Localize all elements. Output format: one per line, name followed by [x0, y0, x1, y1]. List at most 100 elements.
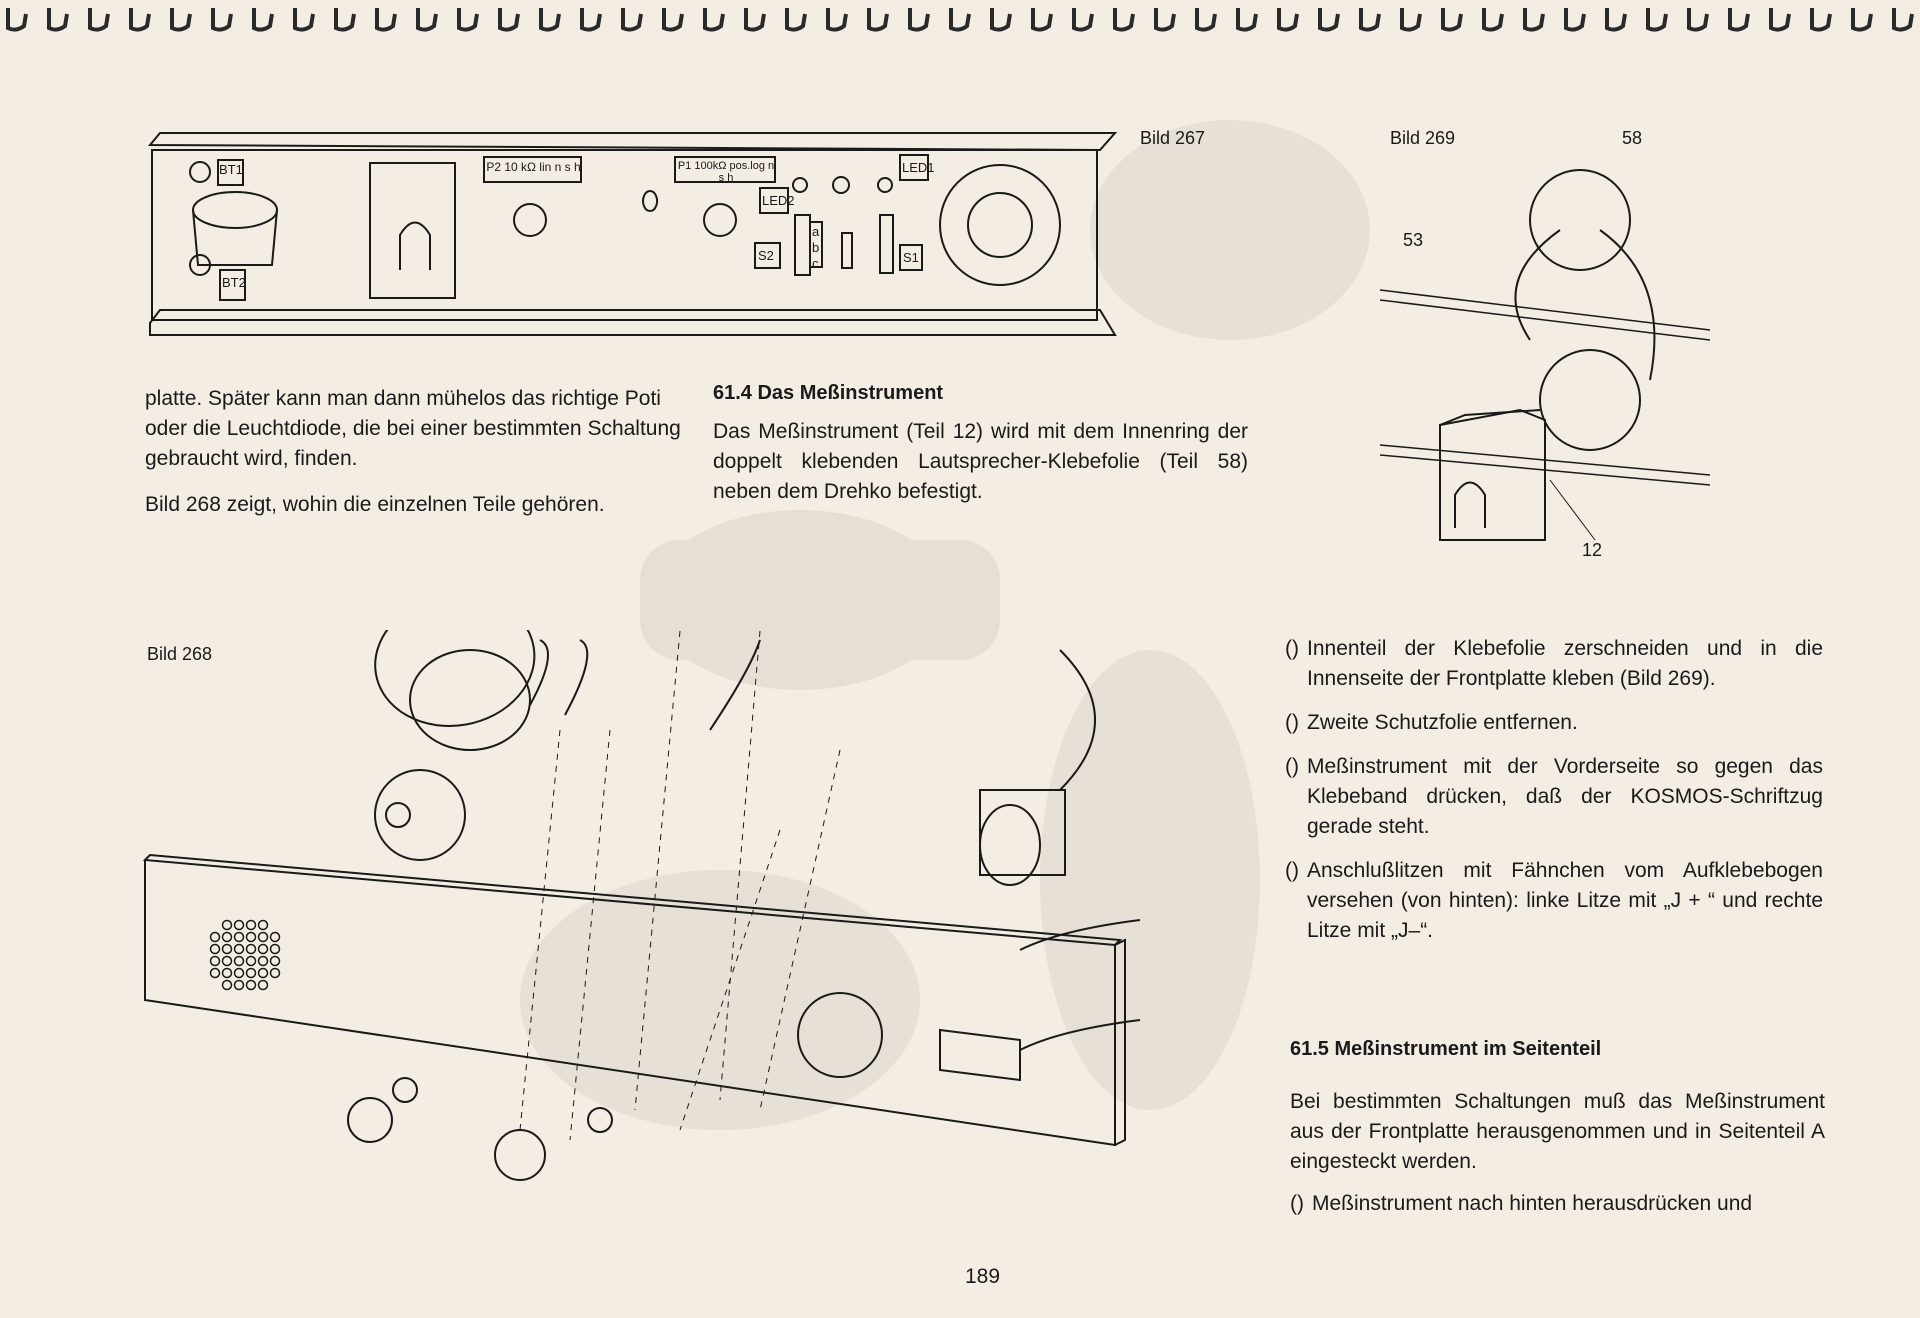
spiral-loop	[1031, 8, 1053, 32]
figure-267-front-panel	[147, 132, 1118, 336]
spiral-loop	[334, 8, 356, 32]
speaker-hole	[233, 931, 245, 943]
spiral-loop	[1646, 8, 1668, 32]
spiral-loop	[1400, 8, 1422, 32]
left-column: platte. Später kann man dann mühelos das…	[145, 384, 685, 520]
callout-58: 58	[1622, 128, 1643, 148]
paragraph-continuation: platte. Später kann man dann mühelos das…	[145, 387, 681, 470]
checkbox-mark[interactable]: ()	[1285, 859, 1299, 882]
callout-53: 53	[1403, 230, 1424, 250]
spiral-loop	[375, 8, 397, 32]
right-column-steps: ()Innenteil der Klebefolie zerschneiden …	[1285, 634, 1823, 960]
spiral-loop	[1564, 8, 1586, 32]
spiral-loop	[1441, 8, 1463, 32]
speaker-hole	[257, 943, 269, 955]
spiral-loop	[88, 8, 110, 32]
step-text: Anschlußlitzen mit Fähnchen vom Aufklebe…	[1307, 859, 1823, 942]
speaker-hole	[221, 979, 233, 991]
speaker-hole	[257, 955, 269, 967]
speaker-hole	[209, 967, 221, 979]
step-text: Meßinstrument mit der Vorderseite so geg…	[1307, 755, 1823, 838]
speaker-hole	[209, 943, 221, 955]
speaker-hole	[233, 967, 245, 979]
section-heading-61-4: 61.4 Das Meßinstrument	[713, 382, 944, 404]
part-label-p2: P2 10 kΩ lin n s h	[486, 160, 581, 174]
section-61-4: 61.4 Das Meßinstrument Das Meßinstrument…	[713, 382, 1248, 507]
spiral-loop	[580, 8, 602, 32]
paragraph-bild-268-reference: Bild 268 zeigt, wohin die einzelnen Teil…	[145, 493, 605, 516]
part-label-c: c	[812, 256, 819, 271]
spiral-loop	[1318, 8, 1340, 32]
step-1: ()Innenteil der Klebefolie zerschneiden …	[1285, 634, 1823, 694]
spiral-loop	[170, 8, 192, 32]
spiral-loop	[1154, 8, 1176, 32]
speaker-hole	[209, 931, 221, 943]
part-label-p1: P1 100kΩ pos.log n s h	[677, 160, 775, 184]
spiral-loop	[1482, 8, 1504, 32]
spiral-loop	[457, 8, 479, 32]
page-number: 189	[965, 1265, 1001, 1288]
speaker-hole	[221, 931, 233, 943]
step-text: Zweite Schutzfolie entfernen.	[1307, 711, 1578, 734]
speaker-hole	[269, 967, 281, 979]
spiral-loop	[1113, 8, 1135, 32]
checkbox-mark[interactable]: ()	[1290, 1192, 1304, 1215]
spiral-loop	[1236, 8, 1258, 32]
checkbox-mark[interactable]: ()	[1285, 637, 1299, 660]
spiral-loop	[1810, 8, 1832, 32]
part-label-s2: S2	[758, 248, 774, 263]
callout-12: 12	[1582, 540, 1603, 560]
speaker-hole	[269, 931, 281, 943]
spiral-loop	[1072, 8, 1094, 32]
figure-268-exploded-assembly	[142, 630, 1141, 1181]
speaker-hole	[209, 955, 221, 967]
speaker-hole	[245, 931, 257, 943]
step-2: () Zweite Schutzfolie entfernen.	[1285, 708, 1823, 738]
speaker-hole	[257, 919, 269, 931]
part-label-led2: LED2	[762, 193, 795, 208]
part-label-bt1: BT1	[219, 162, 243, 177]
speaker-hole	[245, 979, 257, 991]
spiral-loop	[498, 8, 520, 32]
step-4: () Anschlußlitzen mit Fähnchen vom Aufkle…	[1285, 856, 1823, 946]
figure-label-267: Bild 267	[1140, 128, 1206, 148]
part-label-a: a	[812, 224, 820, 239]
speaker-hole	[245, 919, 257, 931]
part-label-b: b	[812, 240, 820, 255]
spiral-loop	[867, 8, 889, 32]
spiral-loop	[416, 8, 438, 32]
spiral-loop	[1359, 8, 1381, 32]
spiral-loop	[744, 8, 766, 32]
step-text: Meßinstrument nach hinten herausdrücken …	[1312, 1192, 1753, 1215]
section-61-5-paragraph: Bei bestimmten Schaltungen muß das Meßin…	[1290, 1090, 1825, 1173]
speaker-hole	[221, 943, 233, 955]
spiral-loop	[1728, 8, 1750, 32]
spiral-loop	[1195, 8, 1217, 32]
spiral-loop	[211, 8, 233, 32]
speaker-hole	[233, 943, 245, 955]
spiral-loop	[1605, 8, 1627, 32]
section-61-5: 61.5 Meßinstrument im Seitenteil Bei bes…	[1290, 1038, 1825, 1233]
spiral-loop	[621, 8, 643, 32]
speaker-hole	[269, 955, 281, 967]
part-label-bt2: BT2	[222, 275, 246, 290]
checkbox-mark[interactable]: ()	[1285, 711, 1299, 734]
step-5: () Meßinstrument nach hinten herausdrücke…	[1290, 1189, 1825, 1219]
speaker-hole	[257, 931, 269, 943]
spiral-loop	[949, 8, 971, 32]
spiral-loop	[129, 8, 151, 32]
spiral-loop	[1851, 8, 1873, 32]
checkbox-mark[interactable]: ()	[1285, 755, 1299, 778]
speaker-hole	[221, 955, 233, 967]
part-label-led1: LED1	[902, 160, 935, 175]
spiral-loop	[785, 8, 807, 32]
spiral-loop	[1687, 8, 1709, 32]
speaker-hole	[233, 979, 245, 991]
spiral-loop	[990, 8, 1012, 32]
speaker-hole	[233, 955, 245, 967]
section-61-4-paragraph: Das Meßinstrument (Teil 12) wird mit dem…	[713, 420, 1248, 503]
spiral-loop	[1769, 8, 1791, 32]
figure-269-adhesive-diagram	[1380, 169, 1711, 541]
spiral-loop	[539, 8, 561, 32]
